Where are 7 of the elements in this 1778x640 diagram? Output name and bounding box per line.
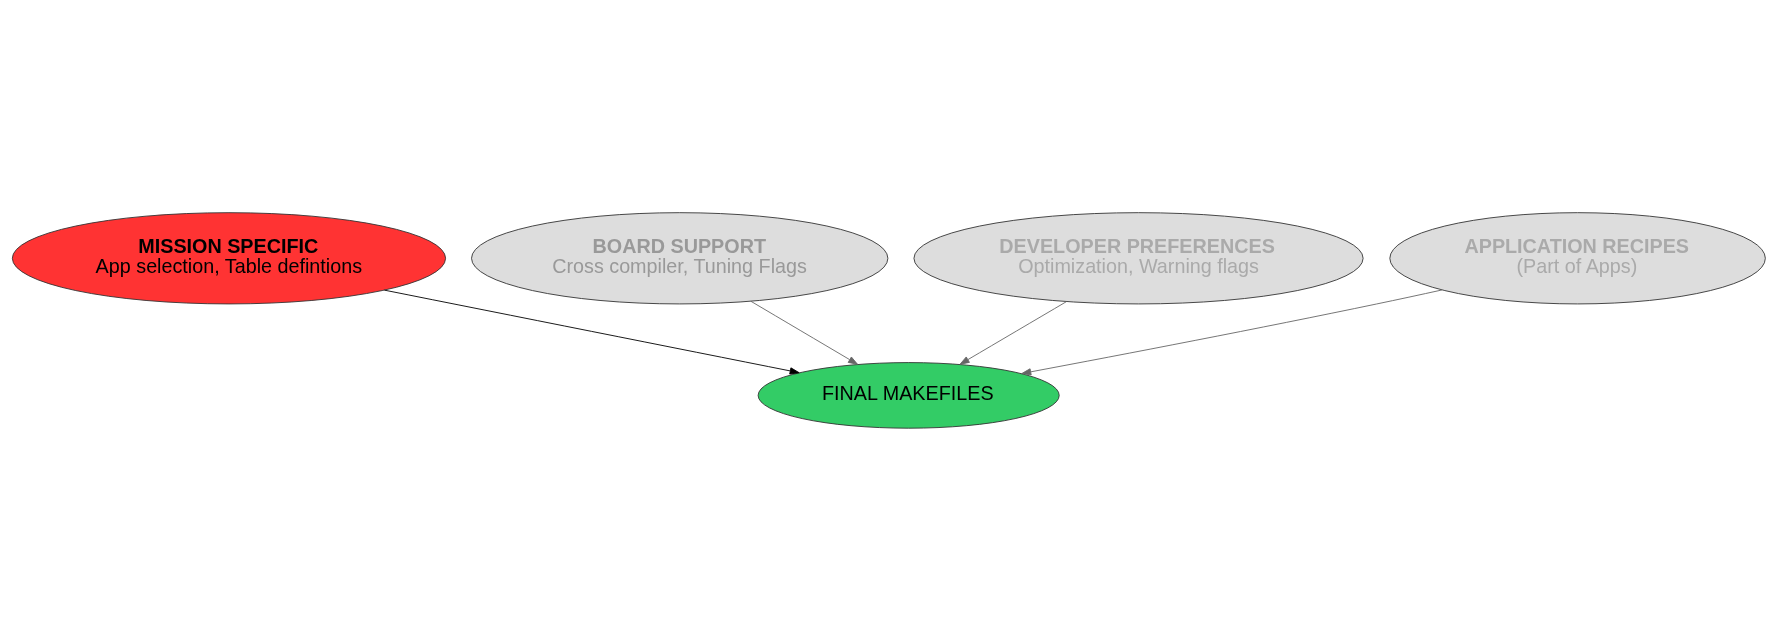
arrow	[1021, 289, 1443, 375]
node-ellipse: BOARD SUPPORT Cross compiler, Tuning Flags	[471, 211, 889, 304]
arrow	[384, 289, 800, 374]
node-ellipse: FINAL MAKEFILES	[757, 361, 1060, 429]
node-ellipse: MISSION SPECIFIC App selection, Table defintions	[11, 211, 447, 304]
arrow	[750, 300, 858, 365]
arrow	[959, 300, 1067, 365]
